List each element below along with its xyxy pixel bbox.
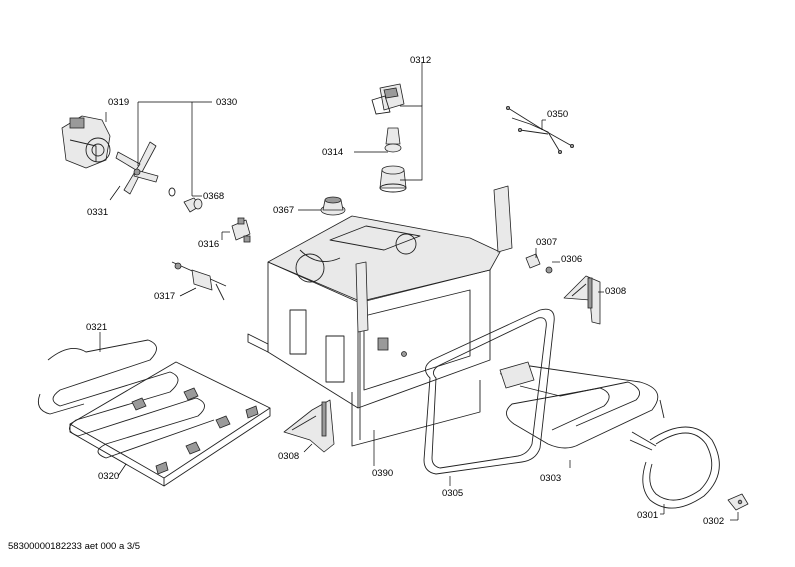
heater-tray-icon [69, 361, 271, 487]
callout-0301: 0301 [637, 510, 658, 521]
knob-icon [320, 196, 346, 216]
grill-heater-icon [499, 361, 665, 449]
bottom-heater-icon [37, 339, 215, 459]
callout-0350: 0350 [547, 109, 568, 120]
callout-0316: 0316 [198, 239, 219, 250]
shelf-support-right-icon [563, 275, 601, 325]
callout-0320: 0320 [98, 471, 119, 482]
callout-0317: 0317 [154, 291, 175, 302]
callout-0314: 0314 [322, 147, 343, 158]
callout-0303: 0303 [540, 473, 561, 484]
callout-0308-right: 0308 [605, 286, 626, 297]
switch-icon [231, 217, 251, 243]
callout-0390: 0390 [372, 468, 393, 479]
callout-0330: 0330 [216, 97, 237, 108]
clip-icon [727, 493, 749, 511]
lamp-cover-icon [525, 253, 553, 274]
fan-motor-icon [61, 115, 111, 169]
door-seal-frame-icon [423, 308, 555, 475]
shelf-support-left-icon [283, 399, 335, 453]
callout-0331: 0331 [87, 207, 108, 218]
thermostat-icon [171, 261, 227, 301]
oven-cavity-icon [247, 185, 513, 447]
callout-0319: 0319 [108, 97, 129, 108]
callout-0321: 0321 [86, 322, 107, 333]
washer-bushing-icon [168, 187, 203, 213]
callout-0367: 0367 [273, 205, 294, 216]
fan-blade-icon [115, 141, 159, 195]
lamp-assembly-icon [371, 83, 407, 193]
ring-heater-icon [629, 426, 720, 509]
callout-0302: 0302 [703, 516, 724, 527]
callout-0368: 0368 [203, 191, 224, 202]
drawing-number-footer: 58300000182233 aet 000 a 3/5 [8, 541, 141, 552]
callout-0312: 0312 [410, 55, 431, 66]
cable-harness-icon [505, 106, 575, 154]
callout-0305: 0305 [442, 488, 463, 499]
callout-0307: 0307 [536, 237, 557, 248]
callout-0308-left: 0308 [278, 451, 299, 462]
callout-0306: 0306 [561, 254, 582, 265]
